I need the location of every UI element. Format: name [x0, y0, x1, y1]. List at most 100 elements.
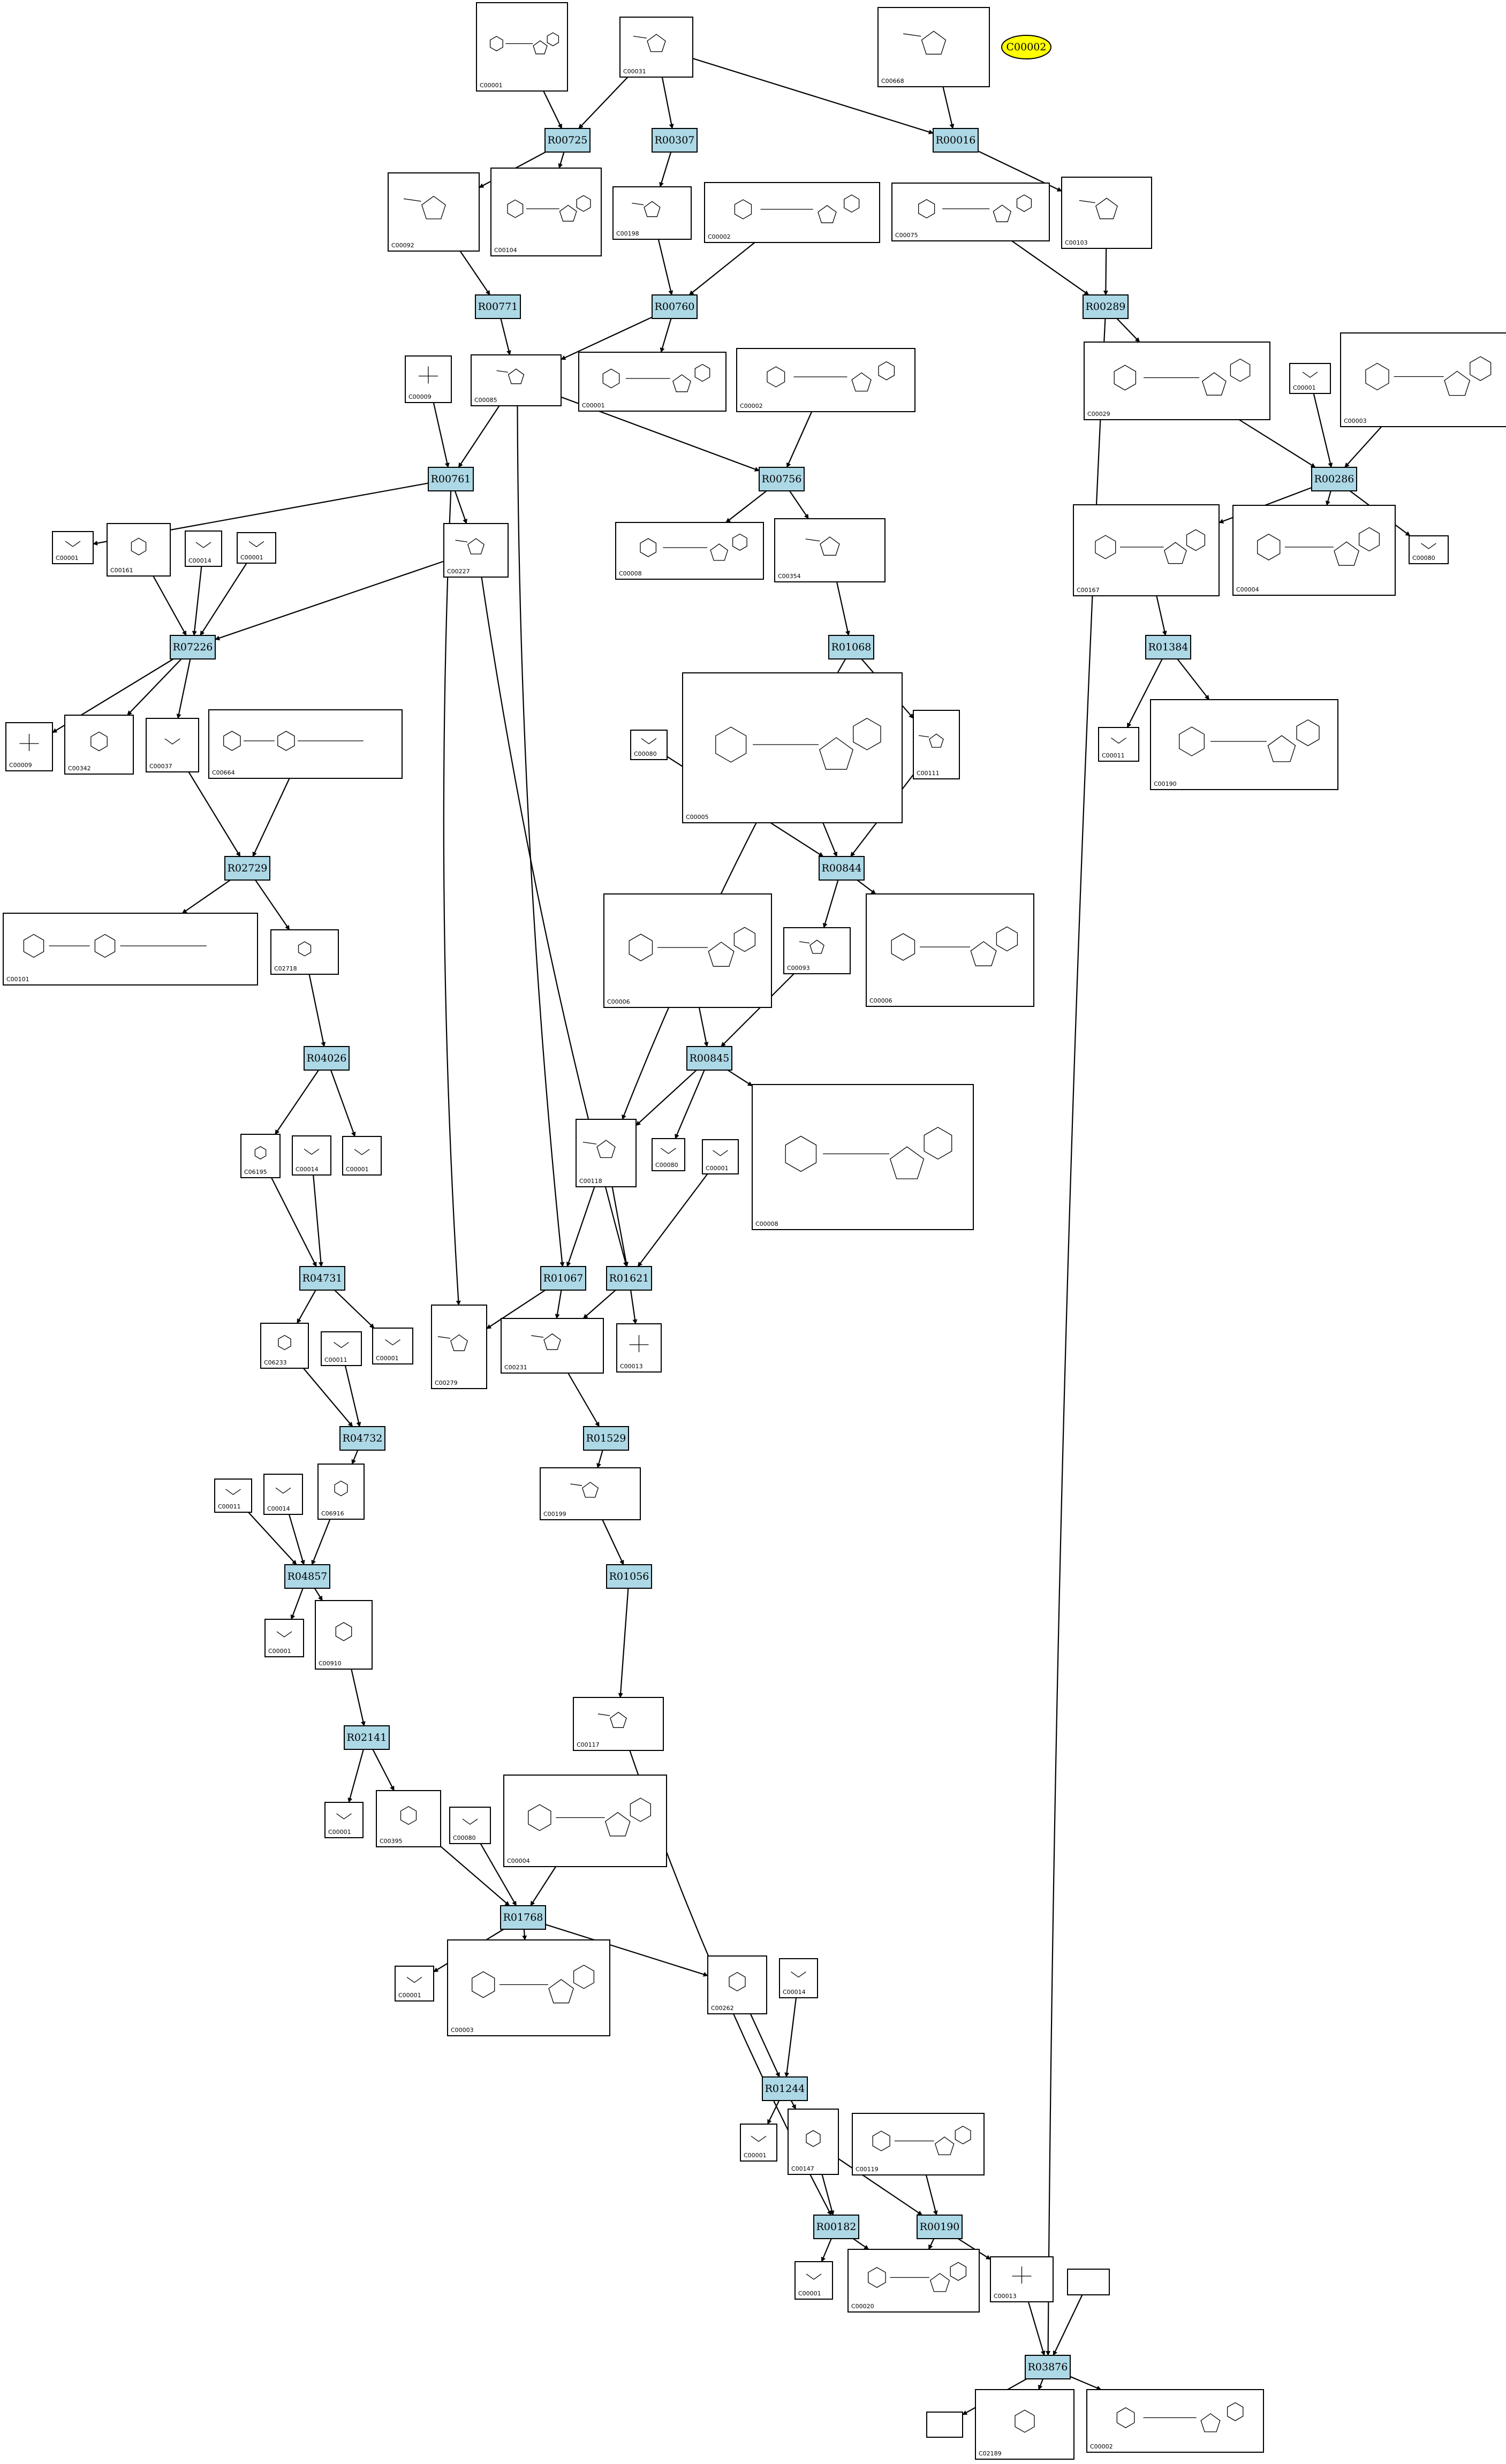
compound-node[interactable]: C00002 — [704, 182, 880, 243]
compound-node[interactable]: C00001 — [52, 531, 94, 564]
reaction-node[interactable]: R01384 — [1145, 635, 1191, 659]
reaction-node[interactable]: R01244 — [762, 2076, 808, 2101]
compound-node[interactable]: C00009 — [5, 722, 53, 771]
compound-node[interactable]: C00001 — [342, 1136, 382, 1176]
reaction-node[interactable]: R00761 — [428, 467, 474, 491]
compound-node[interactable]: C00004 — [503, 1775, 667, 1867]
compound-node[interactable]: C00008 — [615, 522, 764, 580]
compound-node[interactable]: C00262 — [707, 1955, 767, 2014]
compound-node[interactable]: C00001 — [372, 1328, 413, 1364]
compound-node[interactable]: C00167 — [1073, 504, 1220, 596]
compound-node[interactable]: C00198 — [612, 186, 692, 240]
compound-node[interactable]: C00279 — [431, 1305, 487, 1389]
compound-node[interactable]: C00147 — [788, 2109, 839, 2175]
compound-node[interactable]: C00011 — [321, 1331, 362, 1366]
compound-node[interactable]: C00354 — [774, 518, 886, 582]
compound-node[interactable]: C00020 — [847, 2249, 980, 2313]
reaction-node[interactable]: R01621 — [606, 1266, 652, 1291]
reaction-node[interactable]: R00756 — [759, 467, 805, 491]
reaction-node[interactable]: R00190 — [917, 2215, 963, 2239]
compound-node[interactable]: C00227 — [443, 523, 509, 578]
compound-node[interactable]: C00001 — [324, 1802, 364, 1838]
compound-node[interactable]: C06195 — [240, 1134, 281, 1178]
compound-node[interactable]: C00104 — [490, 168, 602, 256]
compound-node[interactable]: C02189 — [975, 2389, 1074, 2460]
compound-node[interactable]: C00119 — [852, 2113, 985, 2175]
compound-node[interactable]: C00003 — [447, 1939, 610, 2036]
compound-node[interactable]: C00080 — [1409, 535, 1449, 564]
reaction-node[interactable]: R04857 — [284, 1564, 330, 1589]
reaction-node[interactable]: R00289 — [1083, 294, 1129, 319]
compound-node[interactable]: C00013 — [616, 1323, 662, 1373]
seed-compound[interactable]: C00002 — [1001, 35, 1051, 59]
compound-node[interactable]: C00031 — [619, 17, 693, 78]
compound-node[interactable]: C00093 — [783, 927, 851, 974]
compound-node[interactable]: C00013 — [990, 2256, 1054, 2302]
reaction-node[interactable]: R01529 — [583, 1426, 629, 1451]
compound-node[interactable]: C00080 — [449, 1807, 491, 1844]
compound-node[interactable]: C00199 — [540, 1467, 641, 1520]
compound-node[interactable]: C00001 — [794, 2261, 833, 2300]
compound-node[interactable]: C00117 — [573, 1697, 664, 1751]
compound-node[interactable]: C02718 — [270, 929, 339, 975]
compound-node[interactable]: C00001 — [264, 1619, 304, 1657]
compound-node[interactable]: C00085 — [471, 354, 562, 406]
compound-node[interactable]: C00011 — [214, 1479, 252, 1513]
compound-node[interactable]: C00664 — [208, 709, 403, 779]
compound-node[interactable]: C00001 — [476, 2, 568, 92]
compound-node[interactable]: C00092 — [388, 172, 480, 252]
reaction-node[interactable]: R01068 — [828, 635, 874, 659]
compound-node[interactable]: C00101 — [3, 913, 258, 985]
reaction-node[interactable]: R01067 — [540, 1266, 586, 1291]
reaction-node[interactable]: R02729 — [224, 856, 270, 881]
reaction-node[interactable]: R07226 — [170, 635, 216, 659]
compound-node[interactable]: C00080 — [630, 730, 668, 760]
reaction-node[interactable]: R00771 — [475, 294, 521, 319]
compound-node[interactable]: C00668 — [877, 7, 990, 87]
compound-node[interactable]: C00001 — [395, 1966, 434, 2001]
compound-node[interactable]: C00161 — [107, 523, 171, 577]
reaction-node[interactable]: R04732 — [339, 1426, 385, 1451]
reaction-node[interactable]: R01768 — [500, 1905, 546, 1930]
compound-node[interactable]: C00003 — [1340, 332, 1506, 427]
compound-node[interactable]: C00001 — [237, 532, 276, 564]
reaction-node[interactable]: R00844 — [819, 856, 865, 881]
compound-node[interactable]: C00395 — [376, 1790, 441, 1847]
compound-node[interactable] — [1067, 2269, 1110, 2295]
compound-node[interactable]: C00103 — [1061, 177, 1152, 249]
reaction-node[interactable]: R03876 — [1025, 2355, 1071, 2379]
compound-node[interactable]: C00001 — [578, 352, 726, 412]
compound-node[interactable]: C00014 — [292, 1135, 331, 1176]
compound-node[interactable]: C00037 — [146, 718, 199, 772]
compound-node[interactable]: C00910 — [315, 1600, 373, 1670]
compound-node[interactable]: C00009 — [405, 355, 452, 403]
reaction-node[interactable]: R00725 — [544, 128, 591, 153]
compound-node[interactable]: C06916 — [317, 1464, 365, 1520]
compound-node[interactable]: C00011 — [1098, 727, 1139, 762]
compound-node[interactable]: C00014 — [779, 1958, 818, 1998]
compound-node[interactable]: C00075 — [891, 183, 1050, 241]
compound-node[interactable]: C00006 — [866, 893, 1034, 1007]
compound-node[interactable]: C00006 — [603, 893, 772, 1008]
compound-node[interactable]: C00190 — [1150, 699, 1338, 790]
reaction-node[interactable]: R01056 — [606, 1564, 652, 1589]
compound-node[interactable]: C00001 — [1289, 363, 1331, 394]
compound-node[interactable]: C06233 — [260, 1323, 309, 1369]
compound-node[interactable]: C00002 — [1086, 2389, 1264, 2453]
compound-node[interactable]: C00111 — [913, 710, 960, 779]
reaction-node[interactable]: R04731 — [299, 1266, 345, 1291]
reaction-node[interactable]: R00760 — [652, 294, 698, 319]
compound-node[interactable]: C00004 — [1232, 505, 1396, 596]
reaction-node[interactable]: R00845 — [686, 1046, 732, 1071]
compound-node[interactable] — [926, 2412, 963, 2438]
reaction-node[interactable]: R04026 — [304, 1046, 350, 1071]
compound-node[interactable]: C00014 — [185, 530, 222, 567]
compound-node[interactable]: C00008 — [752, 1084, 974, 1230]
reaction-node[interactable]: R02141 — [344, 1725, 390, 1750]
compound-node[interactable]: C00001 — [740, 2124, 777, 2162]
reaction-node[interactable]: R00286 — [1311, 467, 1357, 491]
compound-node[interactable]: C00005 — [682, 672, 903, 823]
reaction-node[interactable]: R00016 — [933, 128, 979, 153]
compound-node[interactable]: C00001 — [702, 1139, 739, 1174]
compound-node[interactable]: C00080 — [652, 1138, 685, 1171]
